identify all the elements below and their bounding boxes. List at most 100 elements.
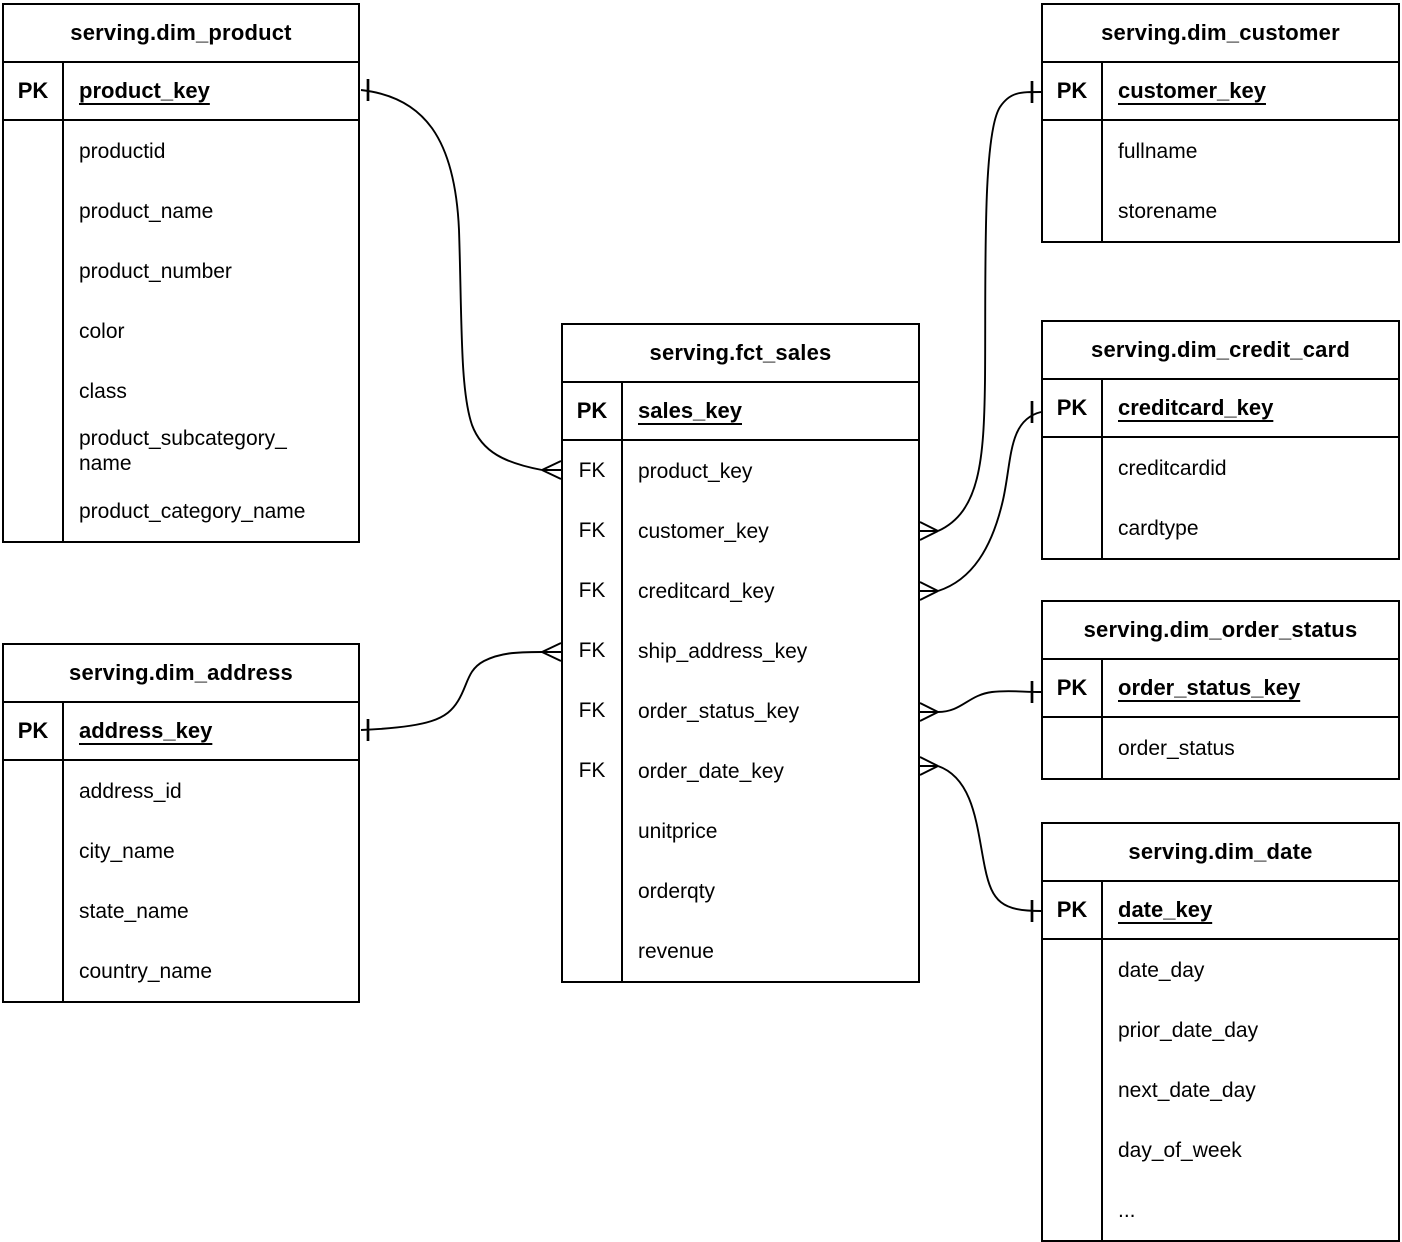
field-name: ... bbox=[1118, 1198, 1136, 1222]
table-row: orderqty bbox=[563, 861, 918, 921]
field-name: storename bbox=[1118, 199, 1218, 223]
table-row: FK product_key bbox=[563, 441, 918, 501]
field-name: prior_date_day bbox=[1118, 1018, 1259, 1042]
pk-row: PK date_key bbox=[1043, 882, 1398, 940]
field-name: ship_address_key bbox=[638, 639, 808, 663]
field-name: order_status bbox=[1118, 736, 1235, 760]
table-row: revenue bbox=[563, 921, 918, 981]
field-name: order_date_key bbox=[638, 759, 784, 783]
field-name: date_day bbox=[1118, 958, 1205, 982]
field-tag bbox=[1043, 1000, 1103, 1060]
field-tag bbox=[4, 761, 64, 821]
field-tag bbox=[1043, 1180, 1103, 1240]
pk-field-name: sales_key bbox=[638, 398, 742, 423]
table-row: FK ship_address_key bbox=[563, 621, 918, 681]
pk-field-name: product_key bbox=[79, 78, 210, 103]
pk-tag: PK bbox=[4, 703, 64, 759]
field-name: product_category_name bbox=[79, 499, 306, 523]
pk-row: PK sales_key bbox=[563, 383, 918, 441]
field-name: state_name bbox=[79, 899, 189, 923]
pk-field-name: address_key bbox=[79, 718, 213, 743]
field-tag bbox=[4, 481, 64, 541]
pk-row: PK address_key bbox=[4, 703, 358, 761]
table-row: ... bbox=[1043, 1180, 1398, 1240]
table-row: address_id bbox=[4, 761, 358, 821]
field-name: class bbox=[79, 379, 127, 403]
table-dim-credit-card: serving.dim_credit_card PK creditcard_ke… bbox=[1041, 320, 1400, 560]
field-name: creditcardid bbox=[1118, 456, 1227, 480]
field-name: fullname bbox=[1118, 139, 1198, 163]
table-row: product_subcategory_ name bbox=[4, 421, 358, 481]
field-tag bbox=[563, 921, 623, 981]
table-row: FK creditcard_key bbox=[563, 561, 918, 621]
table-dim-order-status: serving.dim_order_status PK order_status… bbox=[1041, 600, 1400, 780]
field-name: color bbox=[79, 319, 125, 343]
field-tag bbox=[1043, 438, 1103, 498]
pk-tag: PK bbox=[1043, 882, 1103, 938]
relationship-customer bbox=[919, 81, 1042, 541]
table-row: product_category_name bbox=[4, 481, 358, 541]
table-row: state_name bbox=[4, 881, 358, 941]
pk-tag: PK bbox=[1043, 660, 1103, 716]
pk-tag: PK bbox=[1043, 380, 1103, 436]
table-fct-sales: serving.fct_sales PK sales_key FK product… bbox=[561, 323, 920, 983]
table-row: order_status bbox=[1043, 718, 1398, 778]
field-tag bbox=[4, 421, 64, 481]
field-tag bbox=[4, 121, 64, 181]
table-row: prior_date_day bbox=[1043, 1000, 1398, 1060]
pk-field-name: customer_key bbox=[1118, 78, 1266, 103]
field-name: orderqty bbox=[638, 879, 716, 903]
table-dim-date: serving.dim_date PK date_key date_day pr… bbox=[1041, 822, 1400, 1242]
pk-field-name: date_key bbox=[1118, 897, 1213, 922]
table-row: product_number bbox=[4, 241, 358, 301]
field-tag bbox=[4, 941, 64, 1001]
field-tag: FK bbox=[563, 621, 623, 681]
field-tag bbox=[1043, 121, 1103, 181]
field-name: product_key bbox=[638, 459, 753, 483]
table-title: serving.dim_customer bbox=[1043, 5, 1398, 63]
table-title: serving.fct_sales bbox=[563, 325, 918, 383]
field-tag bbox=[1043, 718, 1103, 778]
table-row: country_name bbox=[4, 941, 358, 1001]
pk-tag: PK bbox=[4, 63, 64, 119]
field-name: productid bbox=[79, 139, 166, 163]
field-name: product_name bbox=[79, 199, 214, 223]
field-name: day_of_week bbox=[1118, 1138, 1242, 1162]
field-tag bbox=[1043, 940, 1103, 1000]
field-name: city_name bbox=[79, 839, 175, 863]
field-name: next_date_day bbox=[1118, 1078, 1256, 1102]
pk-tag: PK bbox=[563, 383, 623, 439]
table-row: productid bbox=[4, 121, 358, 181]
table-row: cardtype bbox=[1043, 498, 1398, 558]
field-name: product_number bbox=[79, 259, 232, 283]
relationship-order-status bbox=[919, 681, 1042, 722]
field-tag: FK bbox=[563, 561, 623, 621]
field-tag bbox=[1043, 498, 1103, 558]
pk-row: PK product_key bbox=[4, 63, 358, 121]
field-name: address_id bbox=[79, 779, 182, 803]
field-tag bbox=[4, 241, 64, 301]
pk-row: PK customer_key bbox=[1043, 63, 1398, 121]
field-tag bbox=[563, 861, 623, 921]
relationship-order-date bbox=[919, 756, 1042, 922]
table-title: serving.dim_address bbox=[4, 645, 358, 703]
table-title: serving.dim_order_status bbox=[1043, 602, 1398, 660]
relationship-ship-address bbox=[360, 642, 562, 741]
table-row: next_date_day bbox=[1043, 1060, 1398, 1120]
field-tag: FK bbox=[563, 681, 623, 741]
relationship-product bbox=[360, 79, 562, 480]
field-tag: FK bbox=[563, 441, 623, 501]
table-title: serving.dim_product bbox=[4, 5, 358, 63]
field-name: order_status_key bbox=[638, 699, 800, 723]
field-name: customer_key bbox=[638, 519, 769, 543]
table-row: product_name bbox=[4, 181, 358, 241]
field-name: creditcard_key bbox=[638, 579, 775, 603]
table-row: city_name bbox=[4, 821, 358, 881]
field-tag bbox=[4, 301, 64, 361]
field-tag bbox=[1043, 1060, 1103, 1120]
field-tag bbox=[563, 801, 623, 861]
field-tag bbox=[1043, 181, 1103, 241]
field-name: cardtype bbox=[1118, 516, 1199, 540]
table-row: unitprice bbox=[563, 801, 918, 861]
